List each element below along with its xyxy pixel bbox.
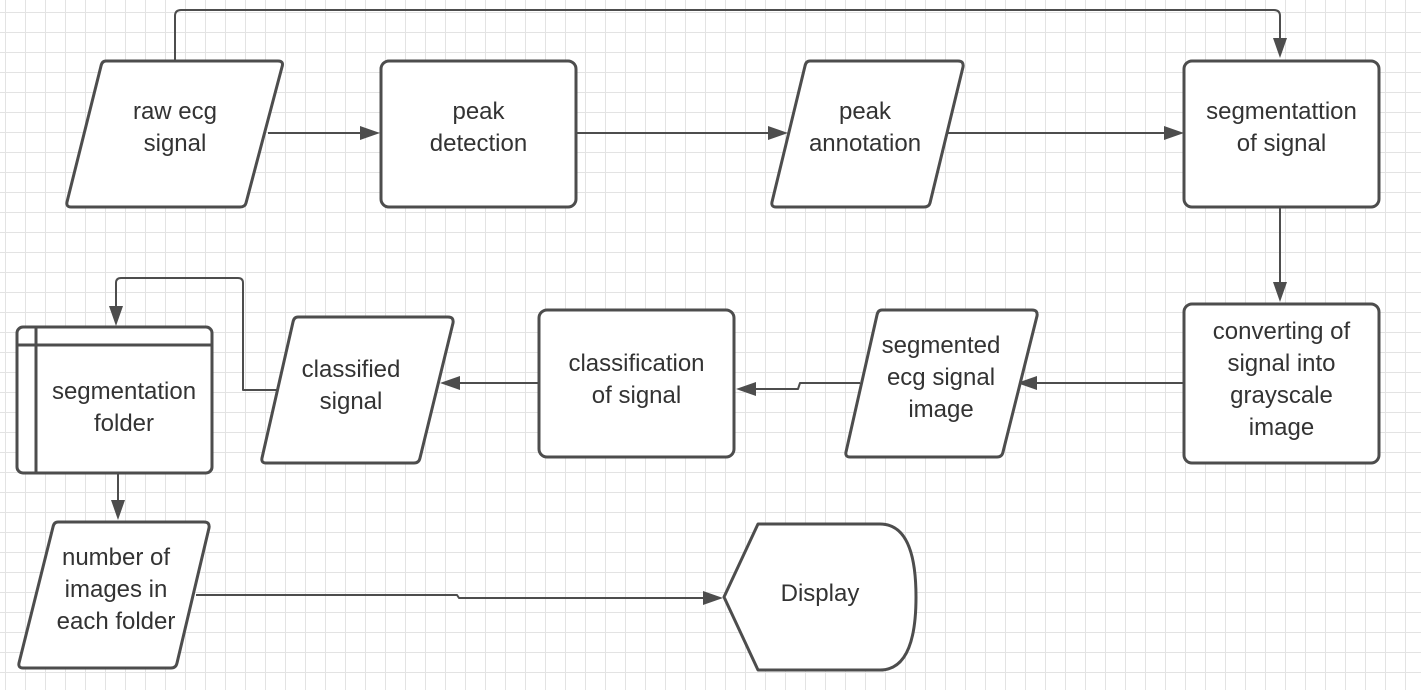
arrowhead bbox=[1273, 282, 1287, 302]
arrowhead bbox=[360, 126, 380, 140]
peak-annotation-shape[interactable] bbox=[770, 59, 965, 209]
arrowhead bbox=[768, 126, 788, 140]
number-of-images-label: number of images in each folder bbox=[56, 544, 176, 635]
converting-signal-label: converting of signal into grayscale imag… bbox=[1212, 318, 1351, 441]
classified-signal-shape[interactable] bbox=[260, 315, 455, 465]
arrowhead bbox=[1017, 376, 1037, 390]
classified-signal-label: classified signal bbox=[301, 356, 401, 415]
display-label: Display bbox=[780, 580, 860, 607]
segmentation-of-signal-label: segmentattion of signal bbox=[1206, 98, 1357, 157]
raw-ecg-signal-shape[interactable] bbox=[65, 59, 284, 209]
peak-detection-label: peak detection bbox=[429, 98, 528, 157]
connector-number-of-images-to-display bbox=[196, 594, 705, 599]
segmentation-folder-label: segmentation folder bbox=[51, 378, 197, 437]
arrowhead bbox=[109, 306, 123, 326]
shapes bbox=[15, 59, 1381, 672]
display-shape[interactable] bbox=[722, 522, 918, 672]
arrowhead bbox=[1273, 38, 1287, 58]
classification-label: classification of signal bbox=[568, 350, 705, 409]
raw-ecg-signal-label: raw ecg signal bbox=[132, 98, 218, 157]
segmentation-of-signal-shape[interactable] bbox=[1182, 59, 1381, 209]
connectors bbox=[109, 9, 1287, 605]
segmented-image-shape[interactable] bbox=[844, 308, 1039, 459]
peak-annotation-label: peak annotation bbox=[808, 98, 922, 157]
arrowhead bbox=[736, 382, 756, 396]
segmentation-folder-shape[interactable] bbox=[15, 325, 214, 475]
classification-shape[interactable] bbox=[537, 308, 736, 459]
peak-detection-shape[interactable] bbox=[379, 59, 578, 209]
number-of-images-shape[interactable] bbox=[17, 520, 211, 670]
converting-signal-shape[interactable] bbox=[1182, 302, 1381, 465]
arrowhead bbox=[111, 500, 125, 520]
arrowhead bbox=[703, 591, 723, 605]
connector-classified-to-folder bbox=[115, 277, 278, 391]
segmented-image-label: segmented ecg signal image bbox=[881, 332, 1001, 423]
connector-segmented-image-to-classification bbox=[754, 382, 860, 390]
arrowhead bbox=[1164, 126, 1184, 140]
arrowhead bbox=[440, 376, 460, 390]
connector-raw-to-segmentation-top bbox=[174, 9, 1281, 62]
